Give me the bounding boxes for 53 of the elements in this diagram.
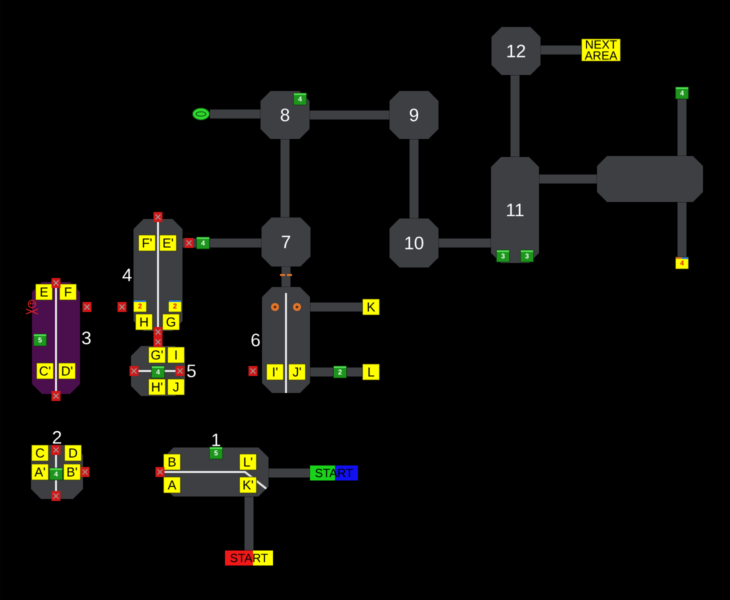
corridor [539, 174, 597, 184]
node-label: 3 [82, 332, 91, 344]
node-label: 5 [187, 364, 196, 378]
corridor [438, 238, 491, 248]
corridor [280, 139, 290, 218]
room-block: 10 [390, 218, 438, 268]
letter-tag: D' [58, 362, 76, 380]
corridor [182, 238, 196, 248]
letter-tag: E [35, 284, 53, 300]
node-label: 6 [252, 334, 260, 346]
letter-tag: H' [148, 378, 166, 396]
corridor [678, 202, 686, 257]
ring-marker [192, 108, 210, 120]
letter-tag: J [167, 378, 185, 396]
letter-tag: E' [159, 234, 177, 252]
letter-tag: L' [239, 454, 257, 470]
letter-tag: F' [138, 234, 156, 252]
letter-tag: C' [36, 362, 54, 380]
node-label: 1 [212, 434, 220, 446]
node-label: 2 [52, 431, 62, 444]
corridor [268, 468, 310, 478]
corridor [678, 99, 686, 156]
corridor [410, 139, 418, 218]
corridor [282, 266, 290, 287]
corridor [346, 368, 362, 376]
letter-tag: B [163, 454, 181, 470]
letter-tag: K [362, 298, 380, 316]
corridor [244, 496, 254, 550]
node-label: 4 [122, 268, 132, 282]
letter-tag: I [167, 346, 185, 364]
letter-tag: F [59, 284, 77, 300]
letter-tag: L [362, 364, 380, 380]
letter-tag: A [163, 476, 181, 494]
corridor [310, 110, 390, 120]
letter-tag: C [31, 444, 49, 462]
room-block [597, 156, 703, 202]
letter-tag: K' [239, 476, 257, 494]
corridor [310, 302, 362, 312]
corridor [510, 75, 520, 157]
corridor [540, 46, 582, 54]
letter-tag: G [162, 314, 180, 330]
letter-tag: H [135, 314, 153, 330]
corridor [310, 368, 334, 376]
letter-tag: J' [288, 364, 306, 380]
letter-tag: A' [31, 464, 49, 480]
corridor [210, 238, 262, 248]
room-block: 7 [262, 218, 310, 266]
letter-tag: I' [266, 364, 284, 380]
corridor [210, 110, 260, 118]
exit-label: NEXT AREA [581, 38, 621, 62]
letter-tag: B' [63, 464, 81, 480]
letter-tag: G' [148, 346, 166, 364]
letter-tag: D [64, 444, 82, 462]
